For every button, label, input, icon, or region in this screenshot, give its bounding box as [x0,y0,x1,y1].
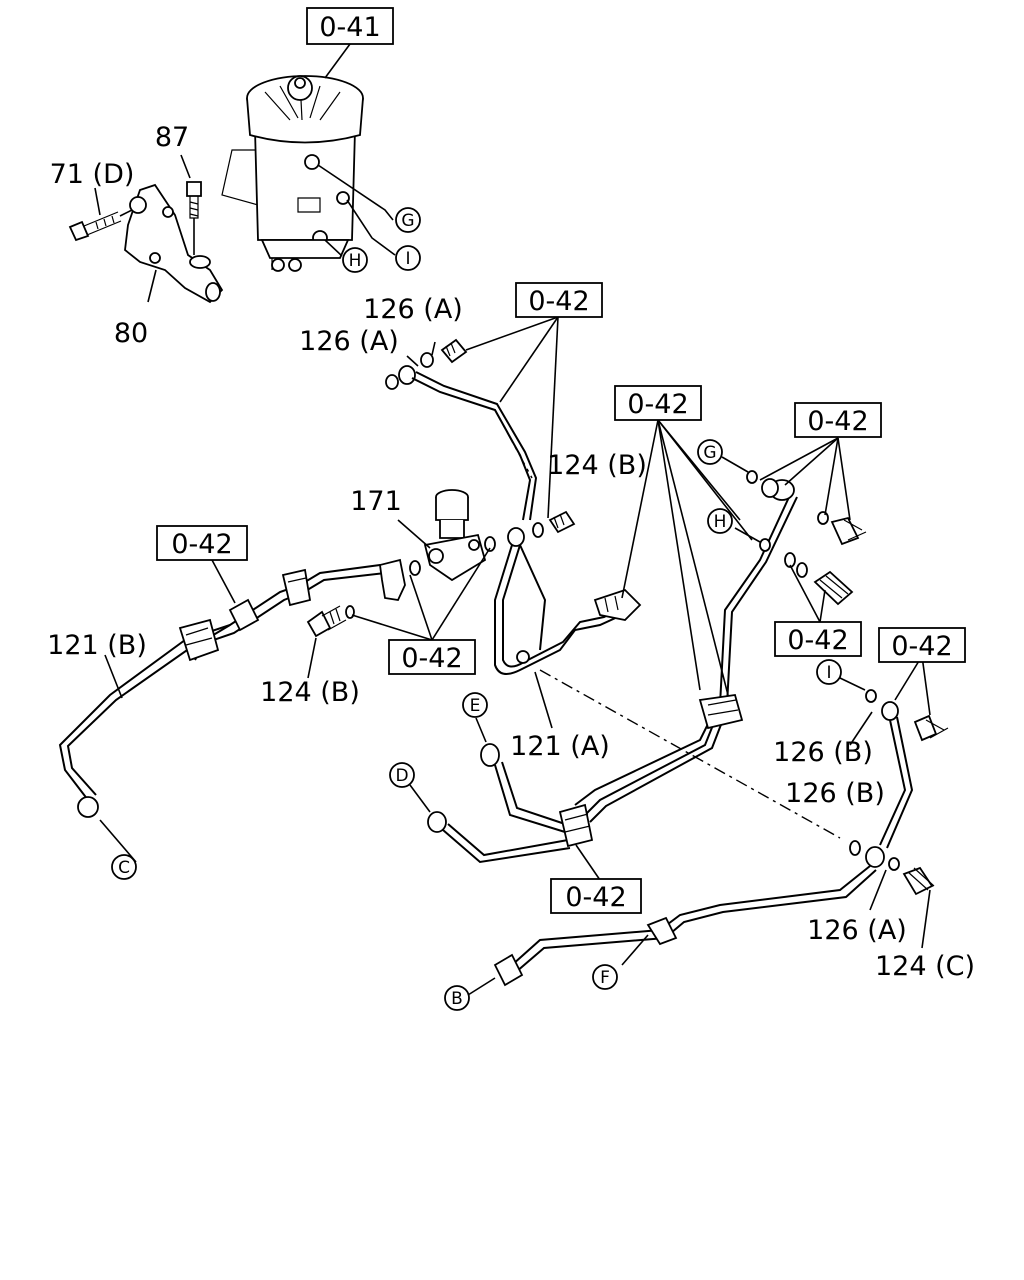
part-label-126b-upper: 126 (B) [773,737,873,768]
part-label-80: 80 [114,318,148,349]
svg-text:F: F [600,968,610,988]
svg-text:D: D [395,766,408,786]
ref-box-label: 0-42 [787,625,848,656]
svg-text:H: H [349,251,362,271]
bottom-right-pipe [99,655,949,996]
part-label-121a: 121 (A) [510,731,610,762]
ref-box-label: 0-42 [627,389,688,420]
marker-f: F [592,964,618,990]
ref-box-label: 0-41 [319,12,380,43]
svg-text:I: I [405,249,410,269]
ref-box-label: 0-42 [528,286,589,317]
marker-i-pipe: I [816,659,842,685]
part-label-124b-upper: 124 (B) [547,450,647,481]
upper-pipe-assembly [385,316,576,547]
ref-box-0-42-top: 0-42 [515,282,603,318]
svg-text:H: H [714,512,727,532]
marker-b: B [444,985,470,1011]
svg-text:C: C [118,858,130,878]
bracket-80 [124,183,224,304]
marker-e: E [462,692,488,718]
part-label-171: 171 [350,486,402,517]
pipe-121b [58,558,406,818]
ref-box-label: 0-42 [807,406,868,437]
ref-box-label: 0-42 [401,643,462,674]
ref-box-label: 0-42 [565,882,626,913]
marker-g-pipe: G [697,439,723,465]
svg-text:B: B [451,989,463,1009]
part-label-126b-lower: 126 (B) [785,778,885,809]
part-label-126a-lower: 126 (A) [807,915,907,946]
marker-h-filter: H [342,247,368,273]
ref-box-0-42-right-mid: 0-42 [774,621,862,657]
leaders-center-box [351,547,491,641]
marker-c: C [111,854,137,880]
lower-pipes [409,717,601,881]
part-label-87: 87 [155,122,189,153]
right-pipe-bundle [574,419,867,823]
svg-text:E: E [470,696,481,716]
priming-pump-171 [397,489,496,582]
part-label-121b: 121 (B) [47,630,147,661]
ref-box-0-42-far-right: 0-42 [878,627,966,663]
fuel-filter-assembly [221,75,396,272]
part-label-71d: 71 (D) [50,159,135,190]
svg-text:I: I [826,663,831,683]
part-label-126a-left: 126 (A) [299,326,399,357]
part-label-124c: 124 (C) [875,951,975,982]
marker-h-pipe: H [707,508,733,534]
ref-box-0-42-bottom: 0-42 [550,878,642,914]
bolt-87 [180,154,202,255]
part-labels: 87 71 (D) 80 126 (A) 126 (A) 124 (B) 171… [47,122,975,982]
ref-box-0-41: 0-41 [306,7,394,79]
bolt-71d [68,187,133,242]
part-label-124b-lower: 124 (B) [260,677,360,708]
bolt-124b-left [306,605,355,679]
connection-markers: G I H G H I E D C F B [111,207,842,1011]
pipe-121a [494,544,841,839]
ref-box-0-42-center: 0-42 [388,639,476,675]
svg-text:G: G [703,443,716,463]
ref-box-0-42-left: 0-42 [156,525,248,561]
part-label-126a-upper: 126 (A) [363,294,463,325]
ref-box-0-42-mid: 0-42 [614,385,702,421]
ref-box-label: 0-42 [171,529,232,560]
ref-box-0-42-right: 0-42 [794,402,882,438]
ref-box-label: 0-42 [891,631,952,662]
marker-i-filter: I [395,245,421,271]
marker-d: D [389,762,415,788]
svg-text:G: G [401,211,414,231]
marker-g-filter: G [395,207,421,233]
